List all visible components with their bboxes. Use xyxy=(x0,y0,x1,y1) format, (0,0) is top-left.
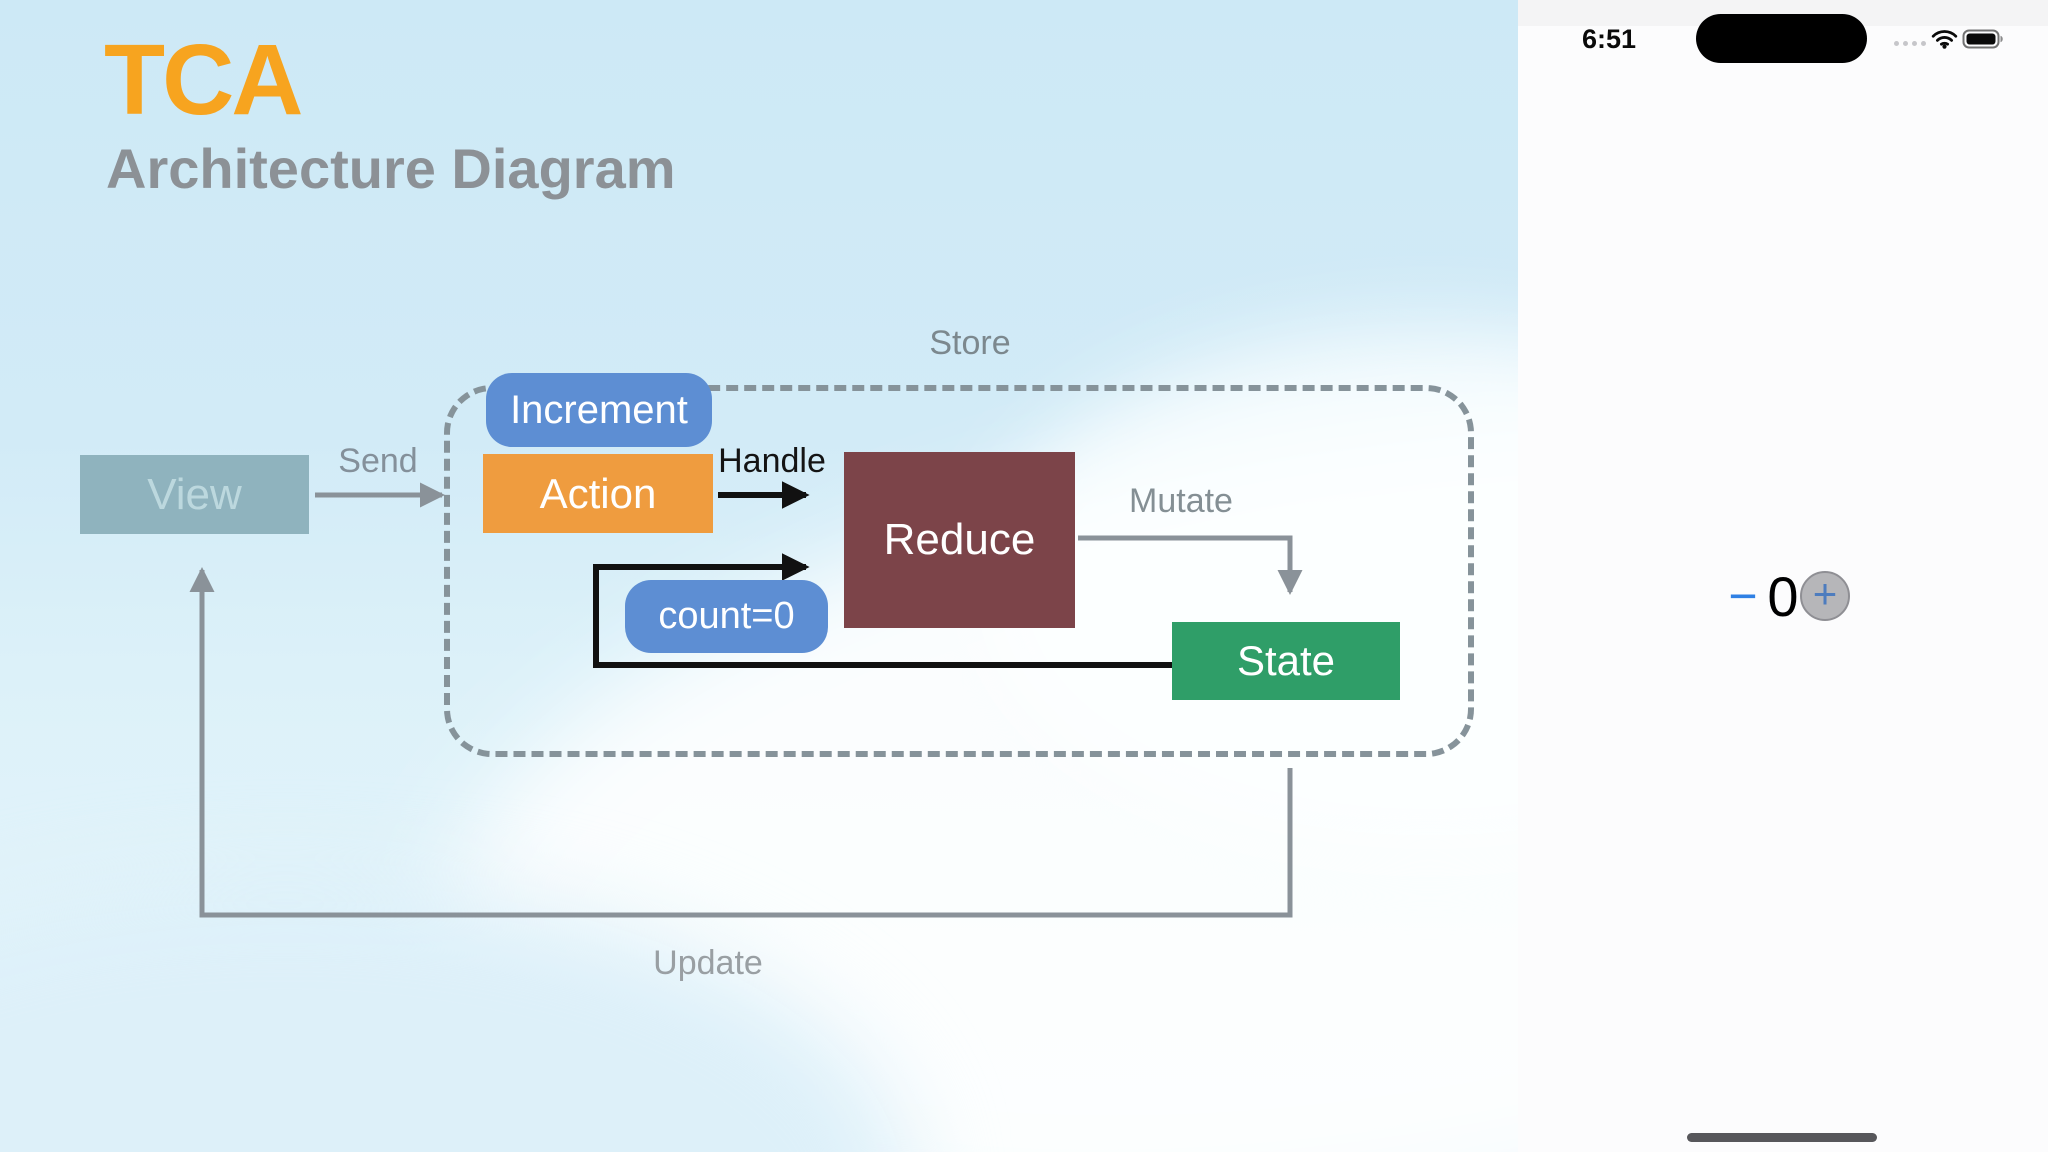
phone-panel: 6:51 − 0 + xyxy=(1518,0,2048,1152)
edge-label-handle: Handle xyxy=(718,442,826,480)
edge-label-update: Update xyxy=(653,944,763,982)
edge-label-mutate: Mutate xyxy=(1129,482,1233,520)
diagram-panel: TCA Architecture Diagram Store xyxy=(0,0,1518,1152)
minus-button[interactable]: − xyxy=(1718,560,1768,632)
node-reduce: Reduce xyxy=(844,452,1075,628)
counter-stepper: − 0 + xyxy=(1518,560,2048,632)
cellular-signal-icon xyxy=(1894,41,1926,46)
dynamic-island xyxy=(1696,14,1867,63)
page-subtitle: Architecture Diagram xyxy=(106,137,676,200)
node-state: State xyxy=(1172,622,1400,700)
counter-value: 0 xyxy=(1767,565,1799,628)
node-view: View xyxy=(80,455,309,534)
node-count-state: count=0 xyxy=(625,580,828,653)
minus-icon: − xyxy=(1728,568,1758,624)
wifi-icon xyxy=(1931,29,1958,54)
battery-icon xyxy=(1962,29,2004,54)
app-title: TCA xyxy=(104,24,304,136)
diagram-edges xyxy=(189,481,1303,918)
node-increment: Increment xyxy=(486,373,712,447)
plus-icon: + xyxy=(1812,570,1838,617)
store-container-box xyxy=(444,385,1474,757)
store-label: Store xyxy=(929,324,1011,362)
node-action: Action xyxy=(483,454,713,533)
edge-label-send: Send xyxy=(338,442,418,480)
plus-button[interactable]: + xyxy=(1800,570,1850,621)
status-time: 6:51 xyxy=(1581,24,1637,54)
home-indicator[interactable] xyxy=(1687,1133,1877,1142)
